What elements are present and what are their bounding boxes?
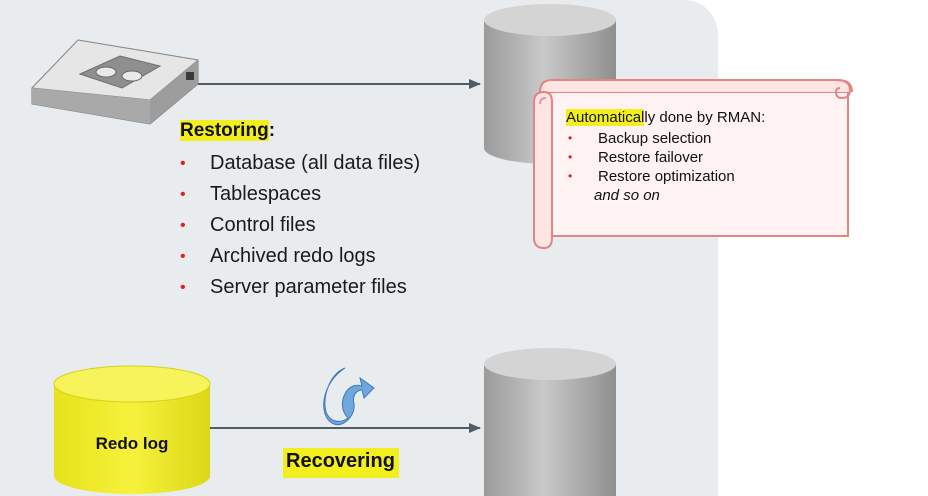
restore-item-tablespaces: Tablespaces — [176, 179, 420, 210]
rman-note-list: Backup selection Restore failover Restor… — [566, 129, 838, 186]
rman-note-item-restore-optimization: Restore optimization — [566, 167, 838, 186]
rman-note-item-restore-failover: Restore failover — [566, 148, 838, 167]
restoring-title-colon: : — [268, 120, 276, 141]
restore-item-archived-redo-logs: Archived redo logs — [176, 241, 420, 272]
rman-note-item-backup-selection: Backup selection — [566, 129, 838, 148]
tape-drive-icon — [30, 39, 200, 125]
rman-note-intro-rest: ly done by RMAN: — [644, 109, 766, 126]
redo-log-label: Redo log — [95, 434, 169, 453]
restore-item-server-parameter-files: Server parameter files — [176, 272, 420, 303]
recover-arrow-icon — [323, 367, 375, 426]
restore-items-list: Database (all data files) Tablespaces Co… — [176, 148, 420, 303]
recovering-label: Recovering — [283, 448, 399, 478]
restore-item-control-files: Control files — [176, 210, 420, 241]
redo-log-cylinder — [53, 365, 211, 494]
rman-note-intro: Automatically done by RMAN: — [566, 108, 838, 127]
restore-item-database: Database (all data files) — [176, 148, 420, 179]
restoring-title-highlight: Restoring — [180, 120, 269, 141]
restoring-title: Restoring: — [178, 120, 277, 142]
rman-note-text: Automatically done by RMAN: Backup selec… — [566, 108, 838, 205]
recover-target-database-icon — [484, 348, 616, 496]
rman-note-etc: and so on — [594, 187, 660, 204]
rman-note-intro-highlight: Automatical — [566, 109, 645, 126]
